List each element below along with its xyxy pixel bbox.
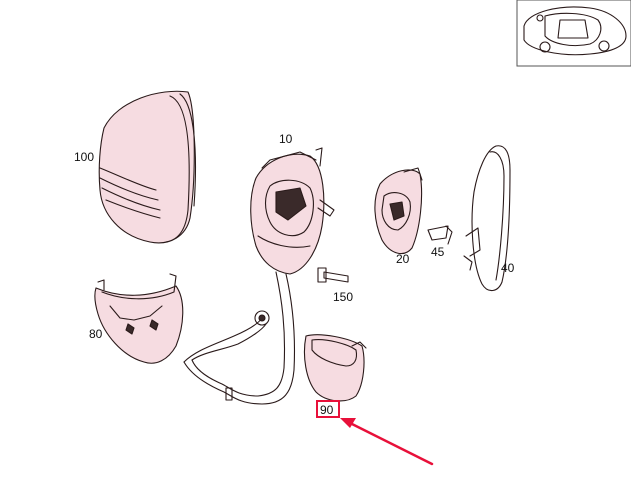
part-label: 10	[279, 132, 293, 146]
part-150-screw[interactable]	[317, 267, 349, 283]
part-45-clip[interactable]	[427, 225, 453, 245]
part-label-highlighted: 90	[320, 403, 334, 417]
part-40-mirror-glass[interactable]	[463, 145, 511, 292]
part-label: 45	[431, 245, 445, 259]
part-20-glass-carrier[interactable]	[374, 167, 423, 255]
part-label: 150	[333, 290, 353, 304]
pointer-arrow	[340, 418, 434, 466]
car-icon	[523, 6, 627, 56]
part-label: 20	[396, 252, 410, 266]
part-label: 100	[74, 150, 94, 164]
part-label: 40	[501, 261, 515, 275]
part-100-mirror-cover[interactable]	[98, 90, 196, 244]
part-label: 80	[89, 327, 103, 341]
vehicle-thumbnail[interactable]	[516, 0, 631, 67]
highlighted-part-label[interactable]: 90	[316, 400, 340, 418]
part-80-lower-housing[interactable]	[94, 273, 184, 364]
part-10-mirror-drive[interactable]	[183, 147, 335, 405]
part-90-cover-cap[interactable]	[303, 334, 367, 402]
